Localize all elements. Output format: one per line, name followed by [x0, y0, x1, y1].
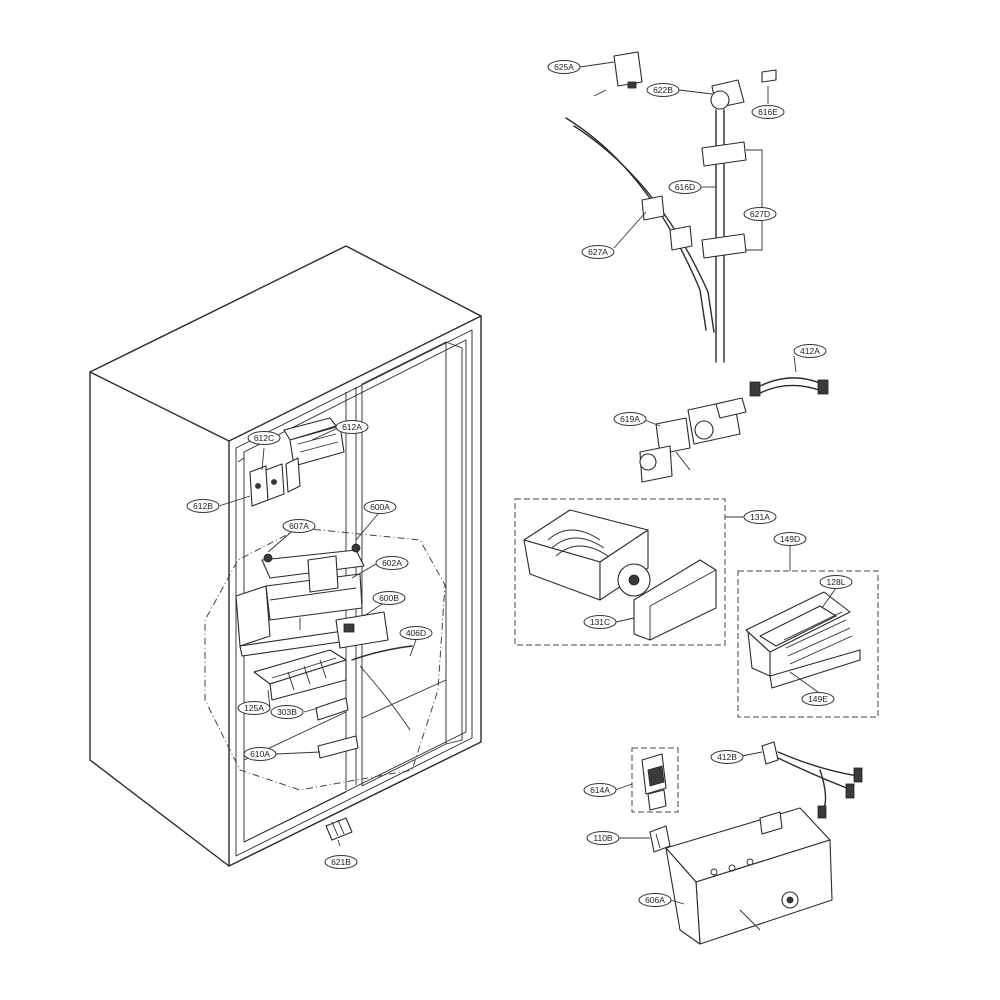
- label-627d: 627D: [743, 207, 777, 221]
- label-149d: 149D: [773, 532, 807, 546]
- svg-text:627D: 627D: [750, 209, 770, 219]
- water-tube-assembly: [565, 51, 777, 363]
- svg-text:610A: 610A: [250, 749, 270, 759]
- svg-text:616E: 616E: [758, 107, 778, 117]
- svg-text:412B: 412B: [717, 752, 737, 762]
- label-625a: 625A: [547, 60, 581, 74]
- svg-text:303B: 303B: [277, 707, 297, 717]
- label-600b: 600B: [372, 591, 406, 605]
- svg-text:131A: 131A: [750, 512, 770, 522]
- svg-text:612A: 612A: [342, 422, 362, 432]
- svg-text:110B: 110B: [593, 833, 613, 843]
- label-607a: 607A: [282, 519, 316, 533]
- label-619a: 619A: [613, 412, 647, 426]
- cover-149d: [745, 591, 861, 689]
- label-622b: 622B: [646, 83, 680, 97]
- label-128l: 128L: [819, 575, 853, 589]
- icemaker-assembly: [235, 543, 413, 759]
- label-612a: 612A: [335, 420, 369, 434]
- label-303b: 303B: [270, 705, 304, 719]
- svg-text:128L: 128L: [827, 577, 846, 587]
- svg-text:606A: 606A: [645, 895, 665, 905]
- svg-text:406D: 406D: [406, 628, 426, 638]
- label-412a: 412A: [793, 344, 827, 358]
- svg-text:627A: 627A: [588, 247, 608, 257]
- ice-dispenser-131a: [523, 509, 717, 641]
- motor-group-box: [631, 747, 679, 813]
- label-627a: 627A: [581, 245, 615, 259]
- label-602a: 602A: [375, 556, 409, 570]
- bracket-110b: [649, 825, 671, 853]
- bracket-606a: [665, 807, 833, 945]
- svg-text:131C: 131C: [590, 617, 610, 627]
- label-616d: 616D: [668, 180, 702, 194]
- dispenser-group-box: [514, 498, 726, 646]
- svg-text:607A: 607A: [289, 521, 309, 531]
- svg-text:412A: 412A: [800, 346, 820, 356]
- svg-text:149E: 149E: [808, 694, 828, 704]
- label-149e: 149E: [801, 692, 835, 706]
- svg-text:125A: 125A: [244, 703, 264, 713]
- water-valve-619a: [639, 397, 747, 483]
- label-616e: 616E: [751, 105, 785, 119]
- svg-text:622B: 622B: [653, 85, 673, 95]
- fitting-621b: [325, 817, 353, 841]
- svg-text:625A: 625A: [554, 62, 574, 72]
- label-614a: 614A: [583, 783, 617, 797]
- bracket-612a: [283, 417, 345, 467]
- svg-text:621B: 621B: [331, 857, 351, 867]
- label-610a: 610A: [243, 747, 277, 761]
- wire-harness-412a: [749, 377, 829, 397]
- svg-text:614A: 614A: [590, 785, 610, 795]
- label-621b: 621B: [324, 855, 358, 869]
- wire-harness-412b: [761, 741, 863, 819]
- svg-text:600B: 600B: [379, 593, 399, 603]
- icemaker-region-outline: [204, 527, 446, 791]
- svg-text:612C: 612C: [254, 433, 274, 443]
- svg-text:619A: 619A: [620, 414, 640, 424]
- motor-614a: [641, 753, 667, 811]
- label-600a: 600A: [363, 500, 397, 514]
- shelf-group-box: [737, 570, 879, 718]
- svg-text:616D: 616D: [675, 182, 695, 192]
- svg-text:612B: 612B: [193, 501, 213, 511]
- leader-lines: [218, 61, 837, 905]
- label-606a: 606A: [638, 893, 672, 907]
- label-612c: 612C: [247, 431, 281, 445]
- svg-text:600A: 600A: [370, 502, 390, 512]
- label-131a: 131A: [743, 510, 777, 524]
- label-131c: 131C: [583, 615, 617, 629]
- label-125a: 125A: [237, 701, 271, 715]
- svg-text:602A: 602A: [382, 558, 402, 568]
- bracket-612c: [249, 457, 301, 507]
- label-612b: 612B: [186, 499, 220, 513]
- svg-text:149D: 149D: [780, 534, 800, 544]
- label-110b: 110B: [586, 831, 620, 845]
- label-406d: 406D: [399, 626, 433, 640]
- label-412b: 412B: [710, 750, 744, 764]
- refrigerator-cabinet: [89, 245, 482, 867]
